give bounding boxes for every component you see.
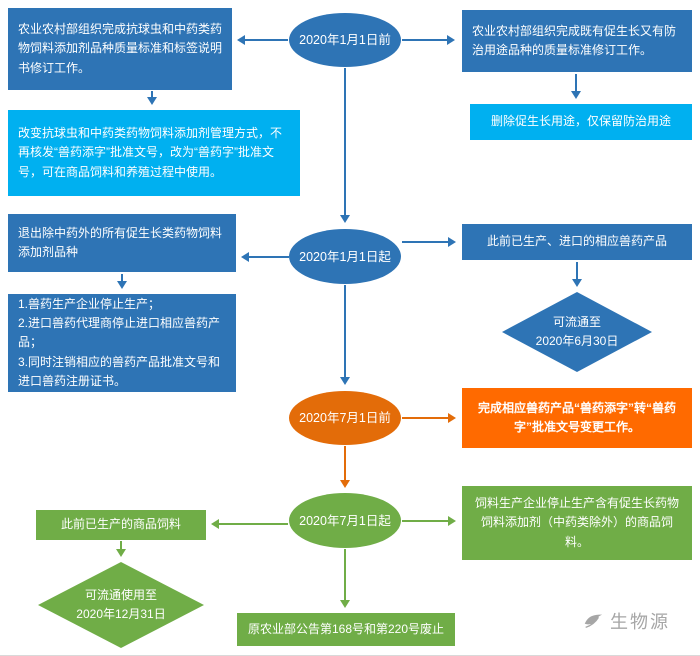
box-produced-imported-products: 此前已生产、进口的相应兽药产品 xyxy=(462,224,692,260)
arrow-m3-to-right xyxy=(402,417,453,419)
milestone-before-2020-01-01: 2020年1月1日前 xyxy=(289,13,401,67)
watermark-logo-icon xyxy=(582,610,604,632)
box-announcements-abolished: 原农业部公告第168号和第220号废止 xyxy=(237,613,455,646)
milestone-from-2020-01-01: 2020年1月1日起 xyxy=(289,229,401,284)
milestone-before-2020-07-01: 2020年7月1日前 xyxy=(289,391,401,445)
arrow-m3-to-m4 xyxy=(344,446,346,485)
arrow-m1-to-top-right xyxy=(402,39,452,41)
box-produced-feed: 此前已生产的商品饲料 xyxy=(36,510,206,540)
box-top-left-standards-revision: 农业农村部组织完成抗球虫和中药类药物饲料添加剂品种质量标准和标签说明书修订工作。 xyxy=(8,8,232,90)
arrow-m1-to-top-left xyxy=(240,39,288,41)
arrow-produced-feed-down xyxy=(120,541,122,554)
arrow-m4-to-bottom xyxy=(344,549,346,605)
arrow-m4-to-right xyxy=(402,520,453,522)
watermark: 生物源 xyxy=(582,608,670,634)
arrow-m4-to-left xyxy=(214,523,288,525)
arrow-produced-imported-down xyxy=(576,262,578,284)
box-exit-growth-additives: 退出除中药外的所有促生长类药物饲料添加剂品种 xyxy=(8,214,236,272)
diamond-circulate-until-june: 可流通至 2020年6月30日 xyxy=(502,292,652,372)
box-management-change: 改变抗球虫和中药类药物饲料添加剂管理方式，不再核发“兽药添字”批准文号，改为“兽… xyxy=(8,110,300,196)
arrow-m2-to-left xyxy=(244,256,289,258)
diamond-circulate-until-december: 可流通使用至 2020年12月31日 xyxy=(38,562,204,648)
box-delete-growth-use: 删除促生长用途，仅保留防治用途 xyxy=(470,104,692,140)
arrow-m2-to-right xyxy=(402,241,453,243)
arrow-exit-box-down xyxy=(121,274,123,286)
box-feed-production-stop: 饲料生产企业停止生产含有促生长药物饲料添加剂（中药类除外）的商品饲料。 xyxy=(462,486,692,560)
box-stop-production-list: 1.兽药生产企业停止生产； 2.进口兽药代理商停止进口相应兽药产品； 3.同时注… xyxy=(8,294,236,392)
box-approval-number-change: 完成相应兽药产品“兽药添字”转“兽药字”批准文号变更工作。 xyxy=(462,388,692,448)
arrow-top-left-down xyxy=(151,91,153,102)
watermark-text: 生物源 xyxy=(610,612,670,632)
milestone-from-2020-07-01: 2020年7月1日起 xyxy=(289,493,401,548)
arrow-top-right-down xyxy=(575,74,577,96)
arrow-m2-to-m3 xyxy=(344,285,346,382)
arrow-m1-to-m2 xyxy=(344,68,346,220)
box-top-right-standards-revision: 农业农村部组织完成既有促生长又有防治用途品种的质量标准修订工作。 xyxy=(462,10,692,72)
